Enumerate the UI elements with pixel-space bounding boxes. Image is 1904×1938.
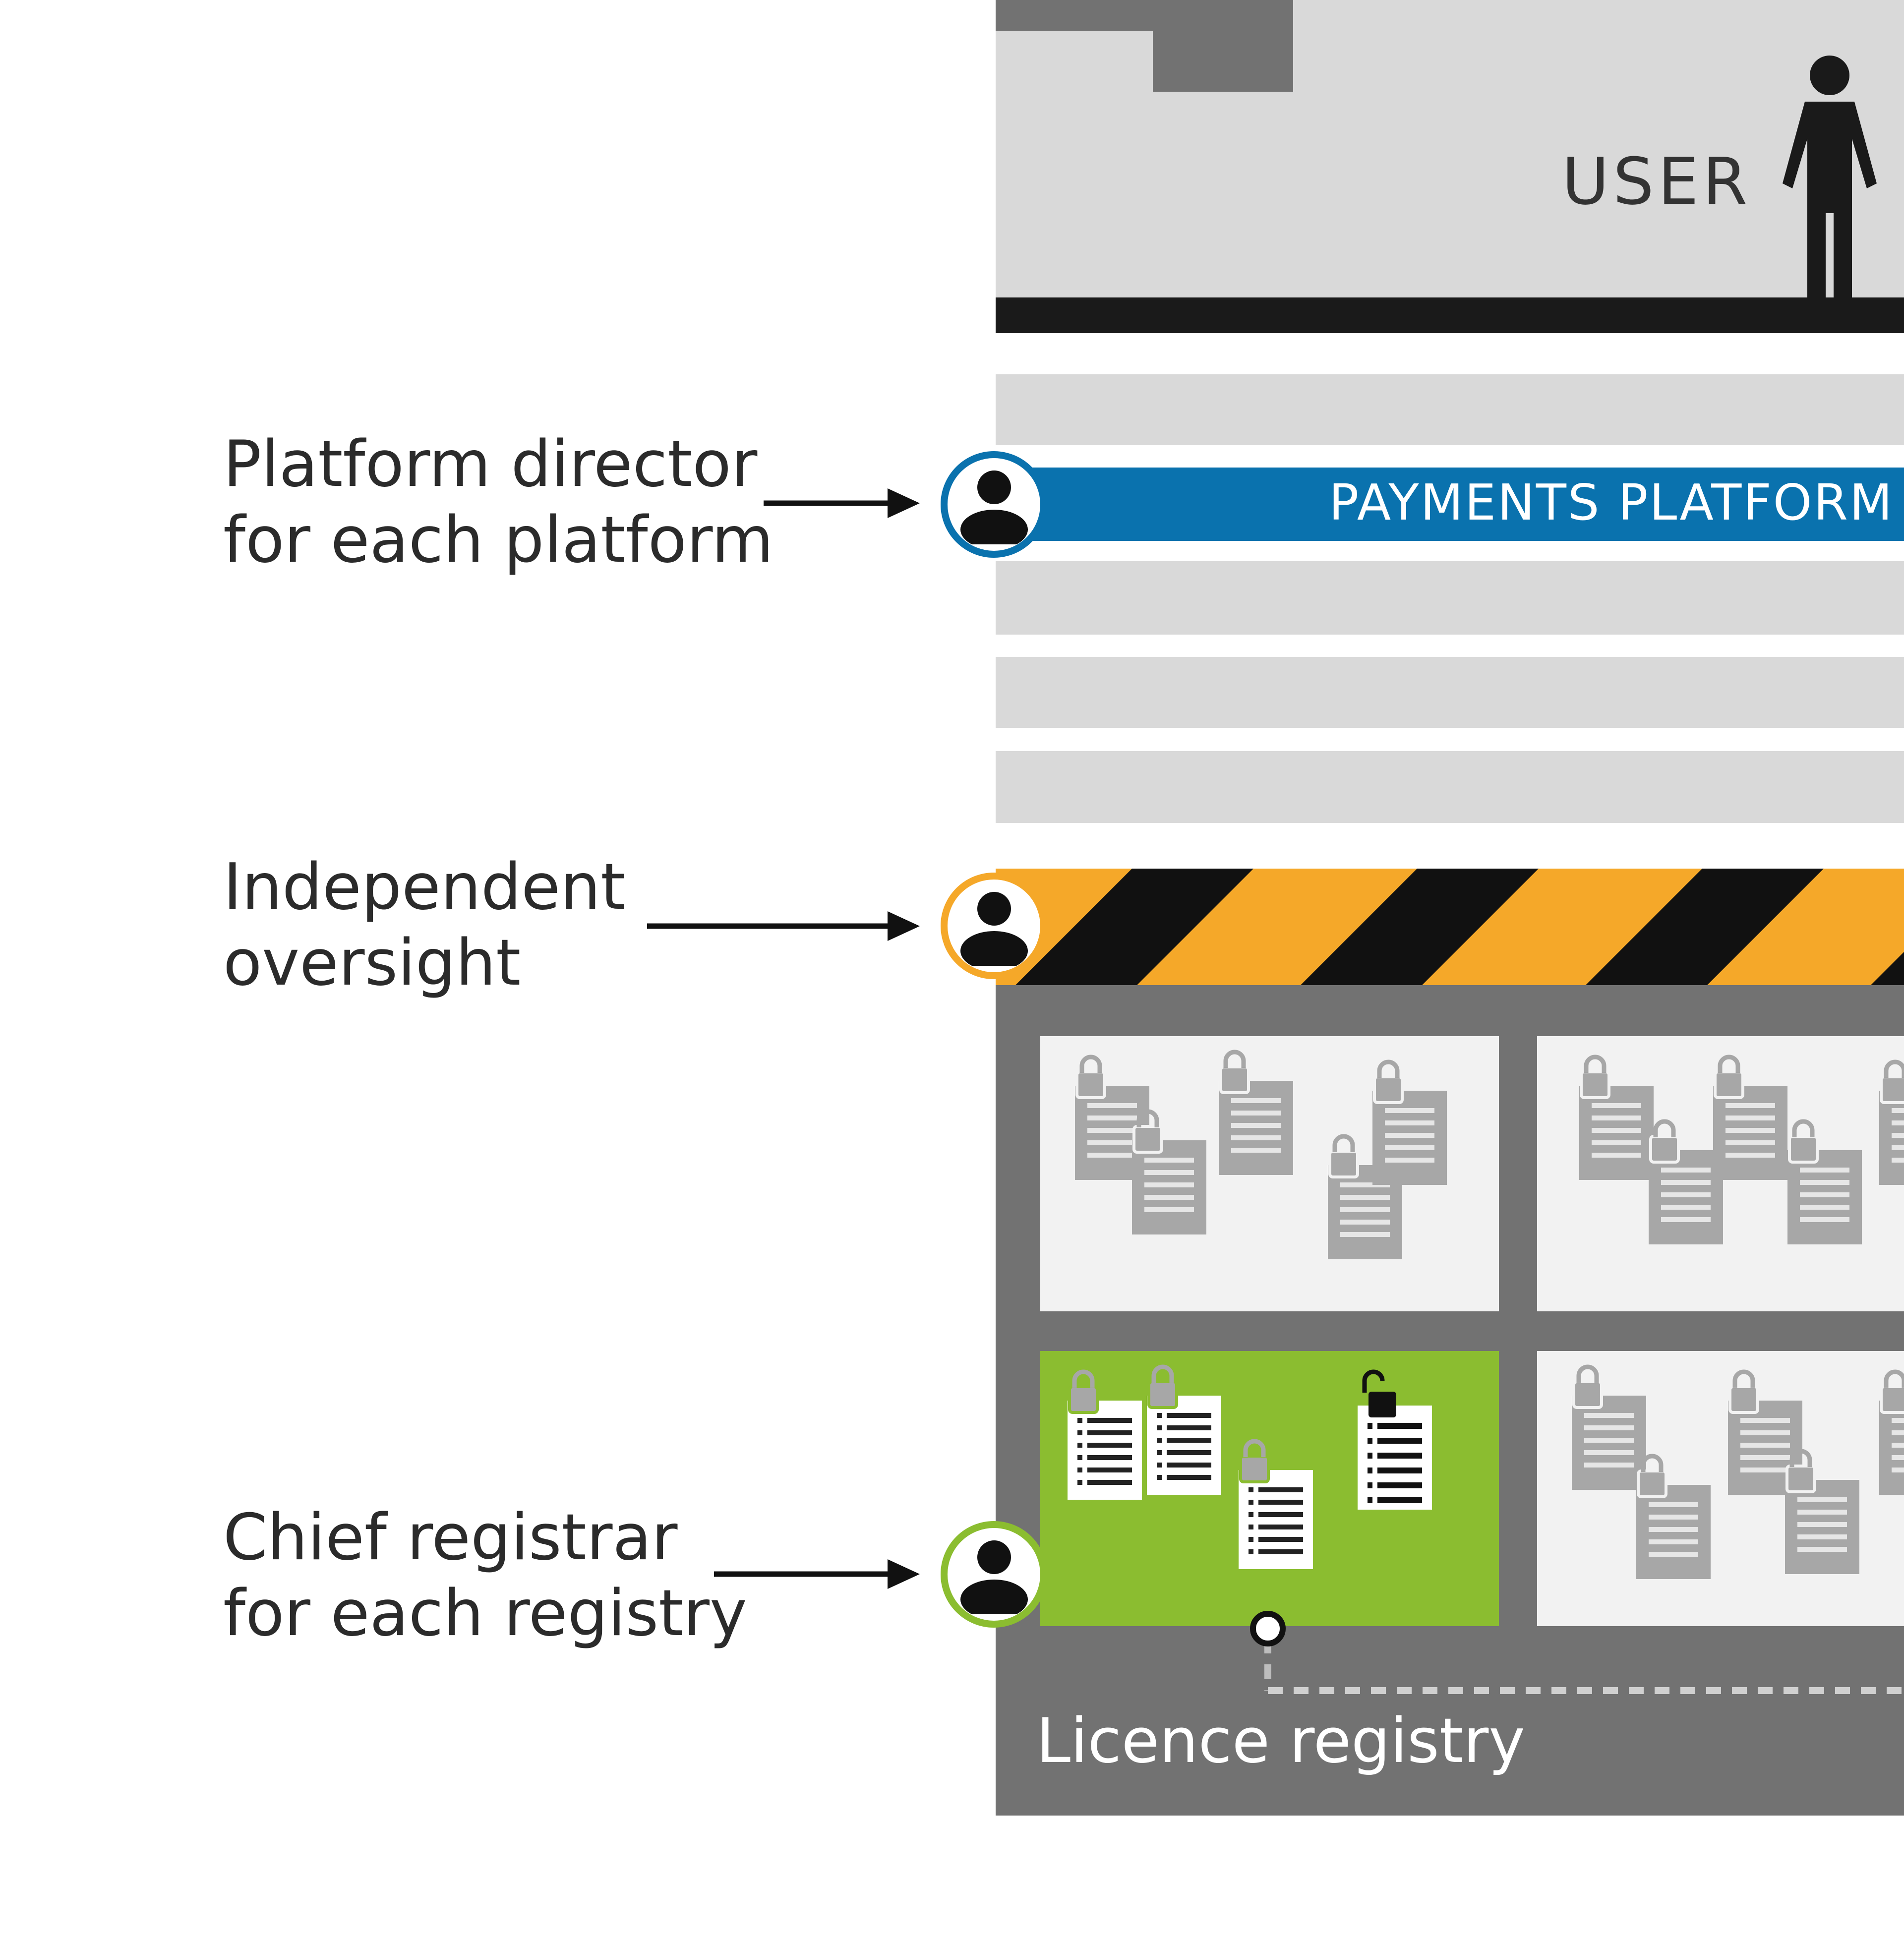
user-section xyxy=(996,0,1904,297)
registry-cell xyxy=(1537,1036,1904,1311)
platform-stripe xyxy=(996,374,1904,445)
payments-platform-label: PAYMENTS PLATFORM xyxy=(1329,473,1894,531)
arrow-right-icon xyxy=(714,1559,920,1589)
arrow-right-icon xyxy=(764,488,920,518)
user-section-baseline xyxy=(996,297,1904,333)
platform-stripe xyxy=(996,751,1904,823)
independent-oversight-label: Independent oversight xyxy=(223,850,626,1000)
chief-registrar-label: Chief registrar for each registry xyxy=(223,1501,747,1650)
locked-documents-icon xyxy=(1040,1351,1432,1626)
person-icon xyxy=(960,1540,1028,1614)
oversight-hazard-band xyxy=(996,869,1904,985)
licence-registry-label: Licence registry xyxy=(1036,1705,1525,1777)
user-section-notch-block xyxy=(1153,0,1293,92)
person-icon xyxy=(960,470,1028,544)
locked-documents-icon xyxy=(1537,1036,1904,1311)
arrow-right-icon xyxy=(647,911,920,941)
licence-registry-cell xyxy=(1040,1351,1499,1626)
platform-stripe xyxy=(996,561,1904,635)
payments-platform-bar xyxy=(996,468,1904,541)
locked-documents-icon xyxy=(1040,1036,1499,1311)
user-label: USER xyxy=(1562,144,1752,219)
locked-documents-icon xyxy=(1537,1351,1904,1626)
registry-cell xyxy=(1537,1351,1904,1626)
person-icon xyxy=(960,891,1028,966)
chief-registrar-avatar xyxy=(941,1521,1047,1628)
platform-director-avatar xyxy=(941,451,1047,558)
registry-cell xyxy=(1040,1036,1499,1311)
user-figure-icon xyxy=(1783,56,1877,297)
oversight-avatar xyxy=(941,873,1047,979)
platform-stripe xyxy=(996,657,1904,728)
platform-director-label: Platform director for each platform xyxy=(223,427,774,577)
registry-connector xyxy=(1250,1611,1904,1694)
